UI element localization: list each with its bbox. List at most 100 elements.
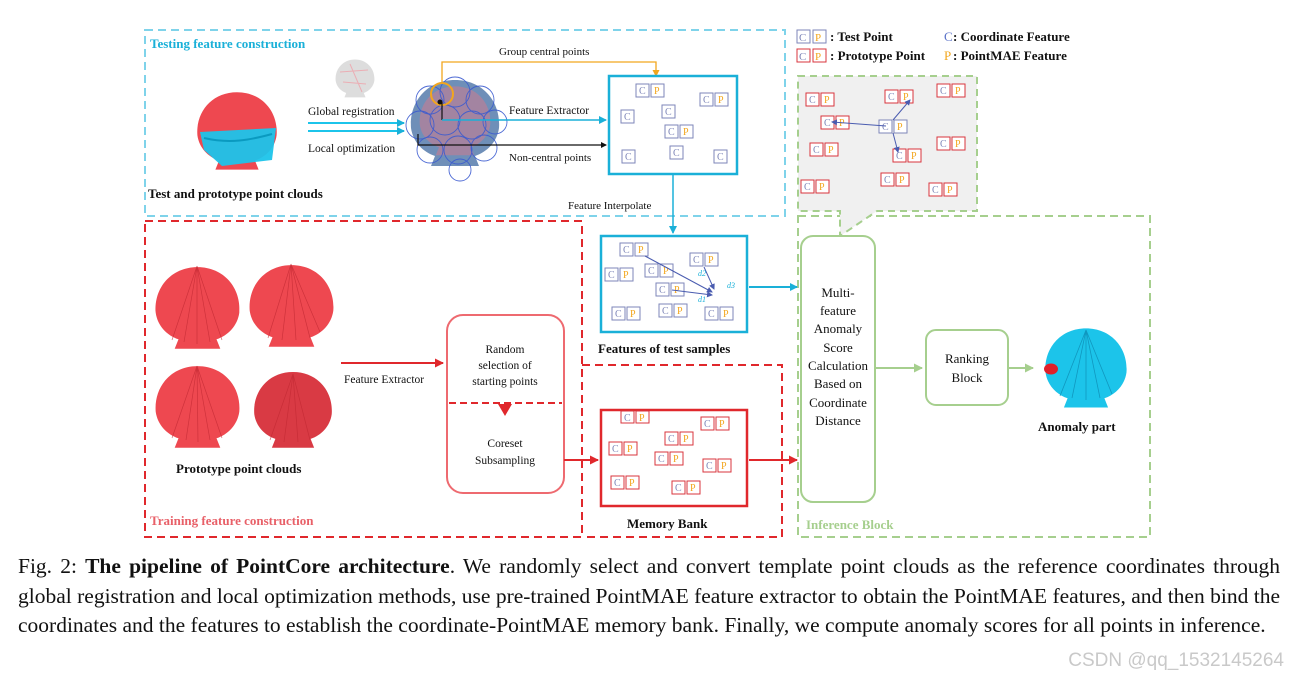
- ranking-block: [925, 329, 1009, 406]
- random-selection-line-2: selection of: [478, 360, 531, 372]
- svg-text:P: P: [639, 413, 645, 424]
- caption-text: . We randomly select and convert templat…: [18, 554, 1280, 637]
- svg-text:C: C: [888, 92, 895, 103]
- memory-bank-box: [599, 408, 749, 508]
- inference-section-title: Inference Block: [806, 517, 894, 532]
- feature-interpolate-label: Feature Interpolate: [568, 200, 651, 212]
- score-line-1: Multi-: [821, 285, 854, 300]
- svg-text:P: P: [630, 309, 636, 320]
- training-frame-ext: [582, 364, 783, 538]
- non-central-arrow: [417, 134, 607, 148]
- svg-text:P: P: [690, 483, 696, 494]
- svg-text:P: P: [683, 127, 689, 138]
- svg-text:P: P: [683, 434, 689, 445]
- legend-p-letter: P: [944, 48, 951, 63]
- svg-text:P: P: [828, 145, 834, 156]
- svg-text:P: P: [824, 95, 830, 106]
- legend-test-point-icon: C P: [796, 29, 827, 44]
- legend-coordinate-feature: : Coordinate Feature: [953, 29, 1070, 44]
- svg-text:C: C: [717, 152, 724, 163]
- svg-text:C: C: [668, 434, 675, 445]
- svg-text:P: P: [897, 122, 903, 133]
- svg-text:C: C: [608, 270, 615, 281]
- svg-text:C: C: [668, 127, 675, 138]
- coreset-line-2: Subsampling: [475, 455, 535, 467]
- svg-text:P: P: [663, 266, 669, 277]
- svg-text:C: C: [809, 95, 816, 106]
- svg-text:C: C: [704, 419, 711, 430]
- svg-text:C: C: [813, 145, 820, 156]
- ranking-line-1: Ranking: [945, 351, 990, 366]
- figure-caption: Fig. 2: The pipeline of PointCore archit…: [18, 552, 1280, 641]
- score-line-2: feature: [820, 303, 856, 318]
- svg-text:C: C: [648, 266, 655, 277]
- svg-text:C: C: [623, 245, 630, 256]
- legend-prototype-point: : Prototype Point: [830, 48, 926, 63]
- svg-text:C: C: [708, 309, 715, 320]
- global-registration-label: Global registration: [308, 106, 395, 118]
- svg-text:P: P: [638, 245, 644, 256]
- legend: C P : Test Point C P : Prototype Point C…: [796, 29, 1070, 63]
- random-selection-line-3: starting points: [472, 376, 538, 388]
- features-test-samples-label: Features of test samples: [598, 341, 730, 356]
- svg-text:P: P: [903, 92, 909, 103]
- svg-text:P: P: [627, 444, 633, 455]
- svg-text:P: P: [721, 461, 727, 472]
- grouped-point-cloud: [405, 76, 508, 182]
- train-feature-extractor-label: Feature Extractor: [344, 374, 424, 386]
- svg-text:C: C: [659, 285, 666, 296]
- random-selection-line-1: Random: [486, 344, 525, 356]
- svg-text:d2: d2: [698, 269, 706, 278]
- svg-text:C: C: [799, 32, 806, 44]
- svg-text:P: P: [911, 151, 917, 162]
- svg-text:C: C: [706, 461, 713, 472]
- svg-text:P: P: [673, 454, 679, 465]
- sampling-down-triangle: [498, 404, 512, 416]
- group-central-points-label: Group central points: [499, 46, 589, 58]
- svg-text:C: C: [662, 306, 669, 317]
- testing-frame: [144, 29, 786, 217]
- svg-text:P: P: [719, 419, 725, 430]
- non-central-points-label: Non-central points: [509, 152, 591, 164]
- local-optimization-label: Local optimization: [308, 143, 395, 155]
- svg-text:P: P: [839, 118, 845, 129]
- prototype-shells: [155, 263, 334, 448]
- svg-text:C: C: [940, 139, 947, 150]
- score-line-7: Coordinate: [809, 395, 867, 410]
- svg-text:C: C: [799, 51, 806, 63]
- pipeline-diagram: Testing feature construction Training fe…: [144, 29, 1151, 538]
- svg-text:C: C: [614, 478, 621, 489]
- svg-text:C: C: [673, 148, 680, 159]
- prototype-point-clouds-label: Prototype point clouds: [176, 461, 301, 476]
- svg-text:C: C: [882, 122, 889, 133]
- legend-prototype-point-icon: C P: [796, 48, 827, 63]
- testing-section-title: Testing feature construction: [150, 36, 306, 51]
- svg-text:P: P: [723, 309, 729, 320]
- registration-shell: [335, 59, 375, 98]
- legend-c-letter: C: [944, 29, 953, 44]
- svg-text:C: C: [896, 151, 903, 162]
- svg-text:C: C: [639, 86, 646, 97]
- svg-text:C: C: [624, 413, 631, 424]
- svg-text:P: P: [718, 95, 724, 106]
- score-calculation-block: [800, 235, 876, 503]
- legend-pointmae-feature: : PointMAE Feature: [953, 48, 1067, 63]
- svg-text:C: C: [615, 309, 622, 320]
- anomaly-part-label: Anomaly part: [1038, 419, 1116, 434]
- test-prototype-shell: [197, 92, 277, 170]
- svg-text:C: C: [940, 86, 947, 97]
- svg-text:C: C: [804, 182, 811, 193]
- svg-text:C: C: [824, 118, 831, 129]
- group-central-arrow: [441, 61, 660, 84]
- svg-text:C: C: [625, 152, 632, 163]
- svg-text:P: P: [677, 306, 683, 317]
- svg-text:P: P: [815, 32, 821, 44]
- inference-frame: [797, 215, 1151, 538]
- svg-text:C: C: [884, 175, 891, 186]
- svg-text:C: C: [675, 483, 682, 494]
- svg-text:P: P: [899, 175, 905, 186]
- score-line-8: Distance: [815, 413, 861, 428]
